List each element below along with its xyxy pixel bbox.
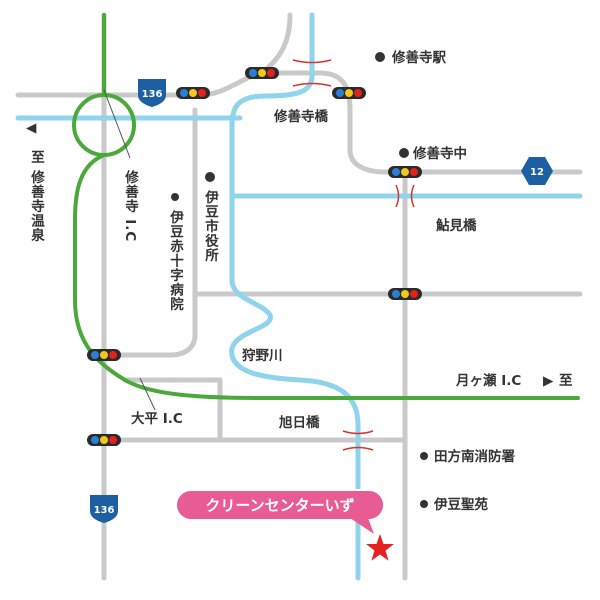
traffic-light-icon: [388, 288, 422, 300]
roads: [15, 12, 583, 581]
tagata-minami-fire-label: 田方南消防署: [434, 448, 515, 465]
shuzenji-ic-leader: [103, 89, 131, 159]
traffic-light-icon: [245, 67, 279, 79]
destination-label: クリーンセンターいず: [205, 497, 354, 515]
expressway-main: [73, 153, 580, 400]
shuzenji-chu-label: 修善寺中: [412, 145, 467, 162]
poi-dot: [375, 52, 385, 62]
shuzenji-bridge-label: 修善寺橋: [273, 108, 328, 125]
route-136-shield-top: 136: [138, 79, 166, 107]
destination-star-icon: [366, 534, 394, 561]
destination-pill: [175, 489, 385, 521]
bridge-mark-ayumi-right: [410, 184, 415, 208]
shuzenji-station-label: 修善寺駅: [391, 49, 446, 66]
tsukigase-ic-label: 月ヶ瀬 I.C: [455, 372, 521, 389]
shuzenji-ic-label: 修善寺 I.C: [122, 169, 140, 242]
bridge-mark-shuzenji-bottom: [292, 82, 332, 87]
road-shuzenji-station-curve: [117, 70, 583, 175]
poi-dots: [171, 52, 428, 508]
poi-dot: [420, 500, 428, 508]
bridge-mark-asahi-bottom: [342, 446, 374, 451]
to-suffix-label: 至: [559, 373, 573, 389]
poi-dot: [420, 452, 428, 460]
bridge-marks: [292, 59, 415, 451]
ohira-ic-label: 大平 I.C: [131, 410, 183, 427]
traffic-light-icon: [388, 166, 422, 178]
ohira-ic-leader: [139, 377, 156, 411]
ayumi-bridge-label: 鮎見橋: [436, 217, 477, 234]
route-136-label-bottom: 136: [94, 505, 115, 516]
asahi-bridge-label: 旭日橋: [278, 414, 320, 431]
izu-akajuji-hospital-label: 伊豆赤十字病院: [167, 209, 185, 312]
bridge-mark-ayumi-left: [395, 184, 400, 208]
road-ohira-loop: [122, 377, 223, 443]
destination-pill-pointer: [350, 518, 374, 534]
traffic-light-icon: [87, 349, 121, 361]
arrow-left-icon: ◀: [26, 120, 37, 136]
poi-dot: [399, 148, 409, 158]
rivers: [15, 12, 583, 581]
traffic-lights: [87, 67, 422, 446]
arrow-right-icon: ▶: [543, 373, 554, 389]
bridge-mark-asahi-top: [342, 430, 374, 435]
kano-river: [229, 12, 361, 581]
izu-seien-label: 伊豆聖苑: [433, 496, 488, 513]
route-12-label: 12: [530, 167, 544, 178]
to-shuzenji-onsen-label: 至 修善寺温泉: [28, 150, 46, 243]
kano-river-label: 狩野川: [242, 347, 283, 364]
bridge-mark-shuzenji-top: [292, 59, 332, 64]
road-north-curve: [259, 12, 293, 76]
izu-city-hall-label: 伊豆市役所: [202, 189, 220, 263]
route-12-shield: 12: [521, 157, 553, 185]
road-hospital: [101, 107, 198, 358]
route-136-label-top: 136: [142, 89, 163, 100]
poi-dot: [171, 193, 179, 201]
destination-callout: クリーンセンターいず: [175, 489, 385, 534]
traffic-light-icon: [87, 434, 121, 446]
route-136-shield-bottom: 136: [90, 495, 118, 523]
poi-dot: [205, 172, 215, 182]
traffic-light-icon: [176, 87, 210, 99]
traffic-light-icon: [332, 87, 366, 99]
leader-lines: [103, 89, 156, 411]
